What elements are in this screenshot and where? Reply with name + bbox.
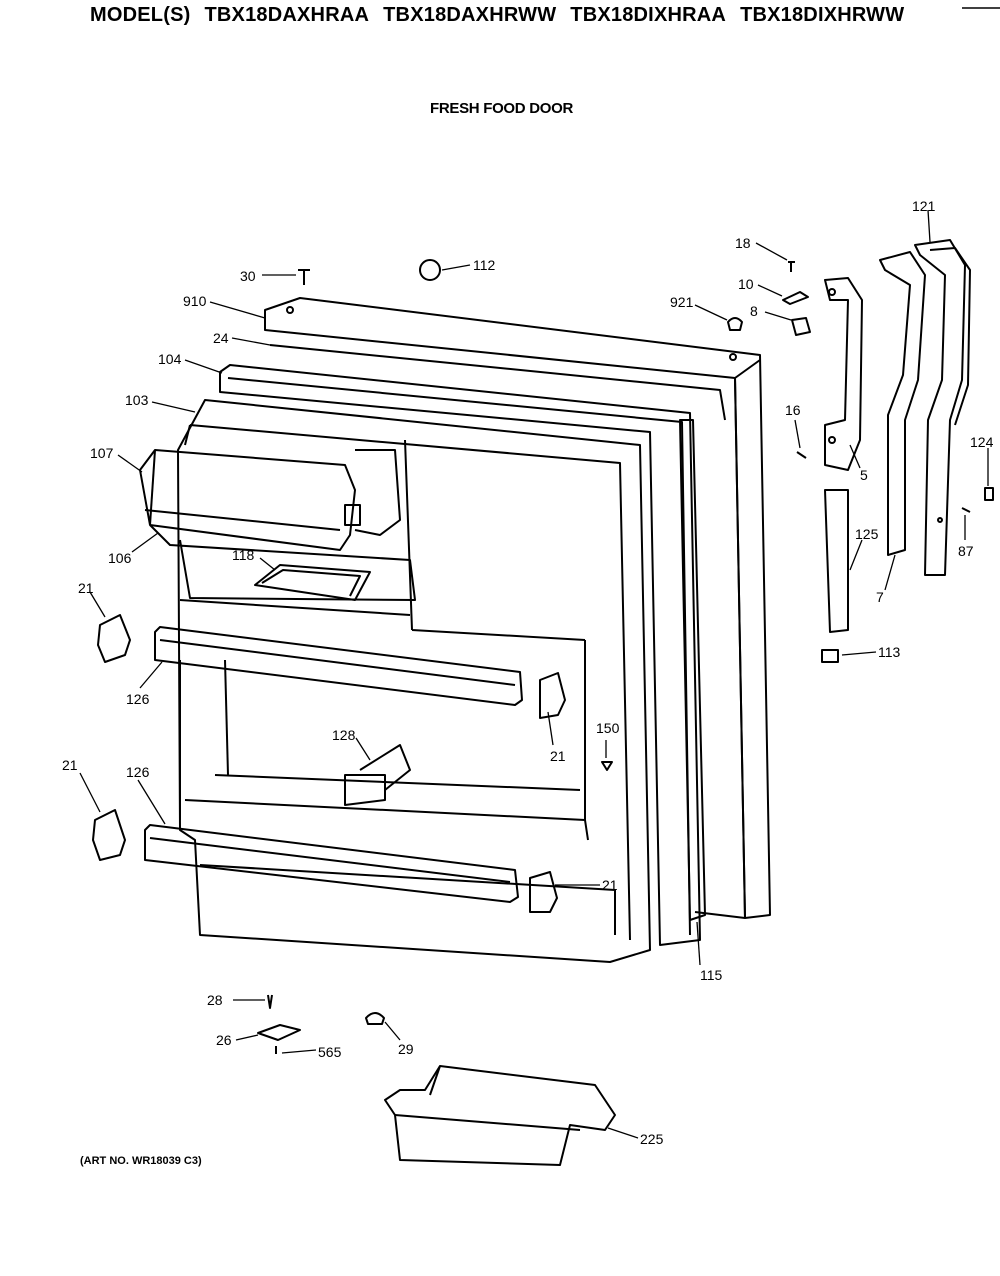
part-label: 115 (700, 967, 723, 983)
part-113 (821, 649, 839, 663)
model-number: TBX18DIXHRWW (740, 4, 905, 26)
part-label: 21 (78, 580, 94, 596)
part-labels: 30 112 910 24 104 103 107 106 118 21 126… (62, 198, 994, 1147)
part-150 (601, 761, 613, 771)
part-label: 113 (878, 644, 901, 660)
part-label: 10 (738, 276, 754, 292)
trim-strip (824, 489, 849, 633)
models-prefix: MODEL(S) (90, 4, 191, 26)
part-label: 118 (232, 547, 255, 563)
part-label: 150 (596, 720, 620, 736)
part-label: 565 (318, 1044, 342, 1060)
screw-16 (796, 451, 807, 459)
door-shelf-bar-upper (154, 626, 523, 706)
part-label: 30 (240, 268, 256, 284)
part-label: 16 (785, 402, 801, 418)
butter-tray (254, 564, 371, 601)
part-label: 28 (207, 992, 223, 1008)
part-label: 225 (640, 1131, 664, 1147)
model-number: TBX18DAXHRWW (383, 4, 557, 26)
part-label: 7 (876, 589, 884, 605)
part-label: 910 (183, 293, 207, 309)
dairy-door (139, 449, 401, 551)
part-10 (782, 291, 809, 305)
part-label: 124 (970, 434, 994, 450)
bumper-29 (365, 1012, 385, 1025)
door-bin (384, 1065, 616, 1166)
shelf-support-right-upper (539, 672, 566, 719)
part-label: 104 (158, 351, 182, 367)
screw-18 (788, 261, 795, 272)
cap-921 (727, 317, 743, 331)
gasket-strip (679, 419, 706, 921)
shelf-support-left-upper (97, 614, 131, 663)
handle-bracket (824, 277, 863, 471)
screw-30 (298, 269, 310, 285)
part-label: 126 (126, 691, 150, 707)
part-label: 21 (62, 757, 78, 773)
screw-87 (961, 507, 971, 513)
door-handle (879, 239, 971, 576)
part-label: 8 (750, 303, 758, 319)
part-label: 921 (670, 294, 694, 310)
part-label: 5 (860, 467, 868, 483)
egg-bin-bracket (344, 744, 411, 806)
part-label: 126 (126, 764, 150, 780)
door-shelf-bar-lower (144, 824, 519, 903)
part-label: 121 (912, 198, 936, 214)
part-label: 128 (332, 727, 356, 743)
part-label: 87 (958, 543, 974, 559)
part-124 (984, 487, 994, 501)
diagram-subtitle: FRESH FOOD DOOR (430, 100, 574, 117)
shelf-support-right-lower (529, 871, 558, 913)
dairy-compartment (149, 524, 416, 601)
leader-lines (79, 209, 989, 1139)
part-label: 18 (735, 235, 751, 251)
part-label: 26 (216, 1032, 232, 1048)
plug-112 (419, 259, 441, 281)
door-liner (177, 399, 651, 963)
part-label: 21 (602, 877, 618, 893)
plate-26 (257, 1024, 301, 1041)
model-number: TBX18DAXHRAA (204, 4, 370, 26)
part-label: 24 (213, 330, 229, 346)
part-label: 103 (125, 392, 149, 408)
part-label: 29 (398, 1041, 414, 1057)
part-label: 21 (550, 748, 566, 764)
part-label: 107 (90, 445, 114, 461)
model-number: TBX18DIXHRAA (570, 4, 727, 26)
art-number: (ART NO. WR18039 C3) (80, 1155, 202, 1167)
clip-28 (267, 994, 273, 1009)
outer-door-panel (264, 297, 771, 919)
part-label: 125 (855, 526, 879, 542)
part-label: 112 (473, 257, 496, 273)
shelf-support-left-lower (92, 809, 126, 861)
part-8 (791, 317, 811, 336)
model-list: MODEL(S) TBX18DAXHRAA TBX18DAXHRWW TBX18DIX… (90, 4, 918, 27)
part-label: 106 (108, 550, 132, 566)
